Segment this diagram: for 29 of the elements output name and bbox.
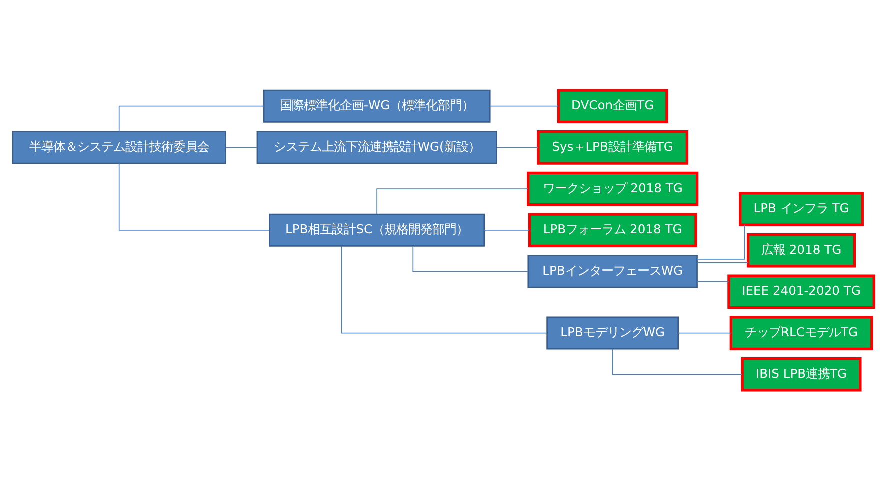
connector (484, 229, 530, 230)
node-box: LPBインターフェースWG (528, 254, 698, 288)
connector (697, 280, 730, 282)
connector (697, 262, 749, 263)
node-box: 国際標準化企画-WG（標準化部門） (263, 89, 491, 122)
connector (697, 224, 746, 260)
node-box: LPB相互設計SC（規格開発部門） (269, 213, 486, 246)
node-box: DVCon企画TG (557, 88, 668, 123)
node-box: LPB インフラ TG (739, 192, 864, 226)
connector (376, 188, 528, 214)
connector (496, 146, 539, 148)
node-box: LPBモデリングWG (546, 316, 680, 350)
connector (678, 332, 732, 334)
node-box: IBIS LPB連携TG (741, 357, 862, 392)
connector (412, 245, 529, 272)
node-box: ワークショップ 2018 TG (527, 171, 699, 206)
node-box: IEEE 2401-2020 TG (728, 274, 876, 309)
node-box: LPBフォーラム 2018 TG (528, 212, 698, 248)
connector (490, 105, 560, 106)
node-box: 広報 2018 TG (746, 232, 856, 268)
node-box: 半導体＆システム設計技術委員会 (12, 130, 226, 164)
connector (612, 348, 743, 375)
node-box: システム上流下流連携設計WG(新設） (256, 130, 498, 164)
node-box: Sys＋LPB設計準備TG (537, 130, 688, 164)
connector (226, 146, 258, 148)
connector (118, 105, 264, 132)
node-box: チップRLCモデルTG (730, 316, 874, 350)
connector (118, 162, 270, 230)
connector (341, 245, 548, 334)
